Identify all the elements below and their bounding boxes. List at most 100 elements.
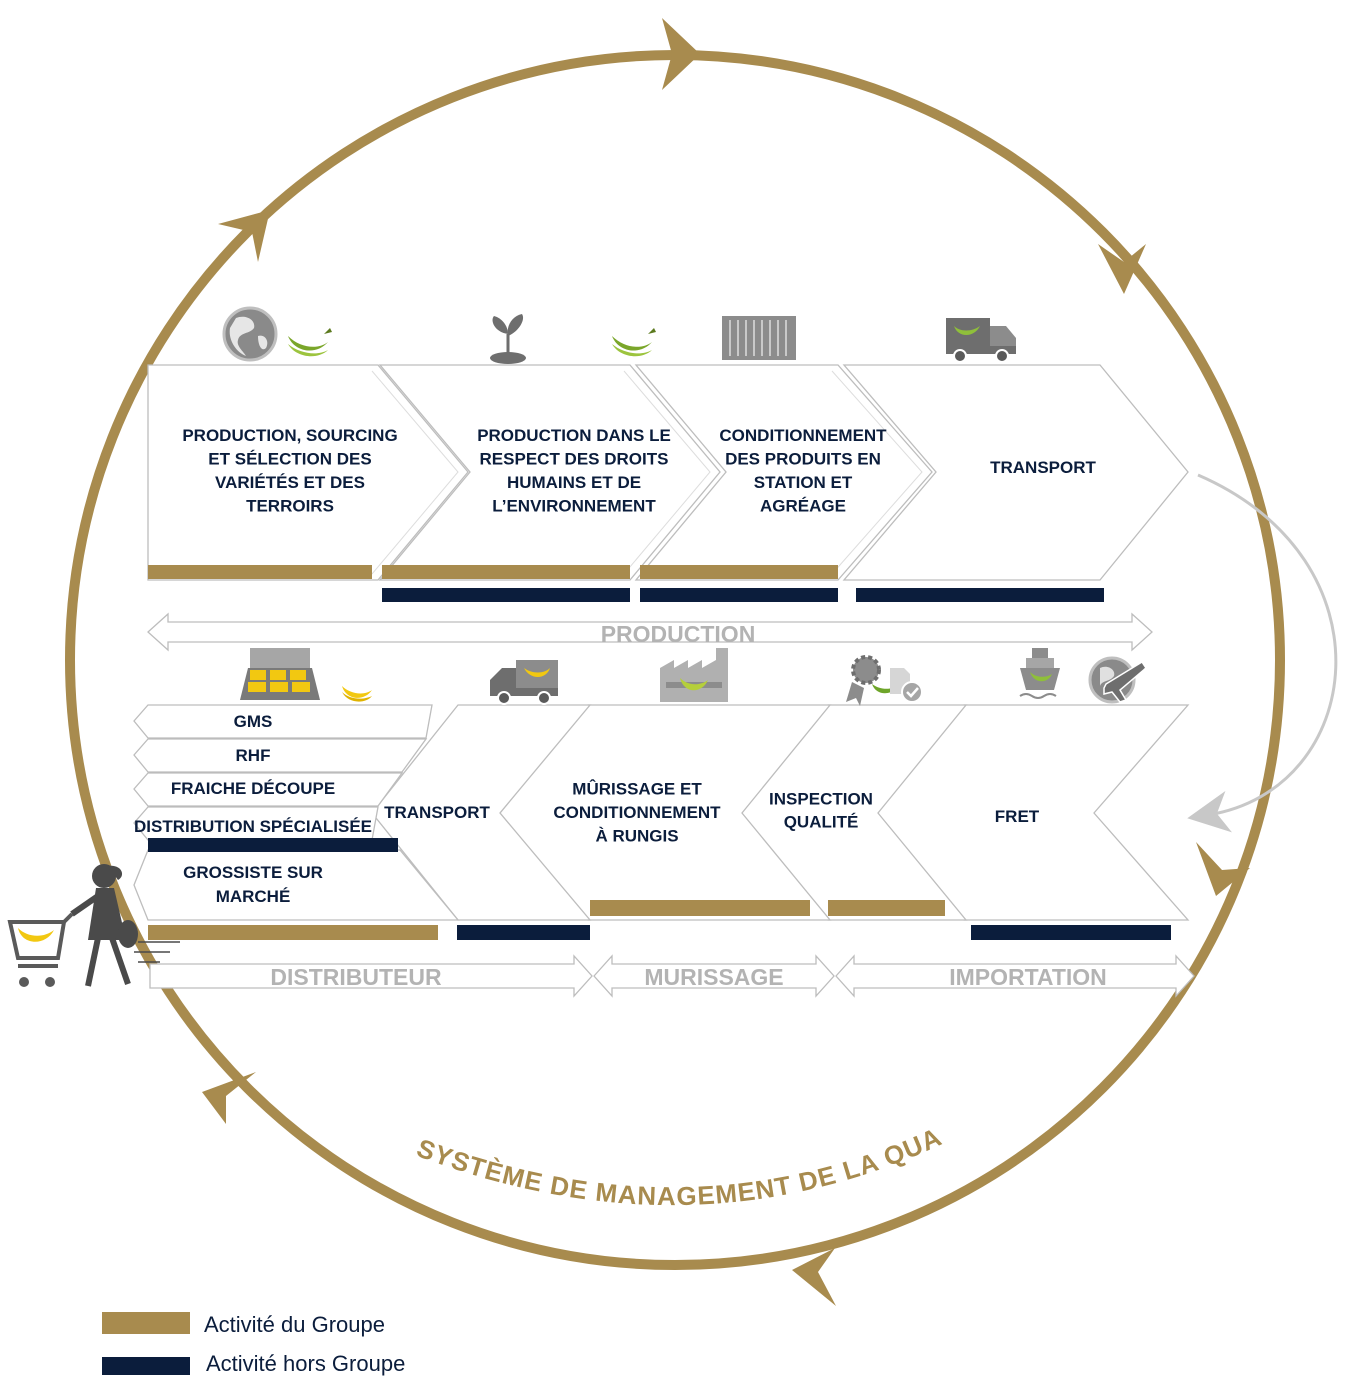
legend-label-nongroup: Activité hors Groupe — [206, 1351, 405, 1376]
plane-globe-icon — [1088, 656, 1147, 704]
truck-banana — [524, 668, 550, 677]
production-lane: PRODUCTION — [147, 612, 1153, 652]
chevron-item-gms — [133, 704, 433, 739]
chevron-item-fresh-cut — [133, 772, 404, 807]
stall-banana-crate — [270, 670, 286, 680]
top-step-label: RESPECT DES DROITS — [480, 449, 669, 468]
banana-shape-1 — [288, 336, 328, 351]
bar-nongroup-packaging — [640, 588, 838, 602]
ship-waves — [1019, 693, 1057, 699]
distributor-item-label: DISTRIBUTION SPÉCIALISÉE — [134, 817, 372, 836]
truck-wheel — [497, 691, 511, 705]
distributor-item-label: FRAICHE DÉCOUPE — [171, 779, 335, 798]
legend-swatch-group — [102, 1312, 190, 1334]
cart-bananas — [18, 928, 54, 942]
cycle-arrow-top — [662, 18, 700, 90]
bottom-chevrons — [133, 704, 1190, 921]
chevron-production — [378, 364, 721, 581]
banana-shape-2 — [612, 344, 652, 357]
truck-icon — [946, 318, 1016, 363]
truck-wheel — [537, 691, 551, 705]
stall-banana-crate — [292, 682, 310, 692]
cycle-arrow-lower-left — [202, 1072, 256, 1124]
top-step-labels: PRODUCTION, SOURCING ET SÉLECTION DES VARI… — [182, 426, 1096, 516]
stall-bananas — [248, 670, 310, 692]
truck-wheel — [995, 349, 1009, 363]
shopper-arm — [70, 893, 100, 917]
cycle-label: SYSTÈME DE MANAGEMENT DE LA QUALITÉ — [0, 0, 945, 1211]
legend-swatch-nongroup — [102, 1357, 190, 1375]
truck-chassis — [490, 688, 558, 696]
banana-yellow-1 — [342, 686, 372, 698]
stall-sign — [250, 648, 310, 668]
chevron-packaging — [634, 364, 933, 581]
cart-frame — [7, 920, 67, 960]
top-step-label: VARIÉTÉS ET DES — [215, 473, 365, 492]
inspection-label: QUALITÉ — [784, 813, 859, 832]
bar-nongroup-freight — [971, 925, 1171, 940]
chevron-shadow-1 — [371, 370, 459, 575]
stall-banana-crate — [270, 682, 288, 692]
badge-checkmark — [906, 687, 919, 698]
cycle-arrow-upper-left — [218, 210, 270, 262]
bar-group-ripening — [590, 900, 810, 916]
top-step-label: AGRÉAGE — [760, 496, 846, 515]
bottom-lanes — [149, 954, 1195, 998]
import-lane-label: IMPORTATION — [949, 964, 1107, 990]
bottom-activity-bars — [148, 838, 1171, 940]
ship-deck — [1026, 658, 1054, 668]
top-chevrons — [147, 364, 1189, 581]
bar-nongroup-transport-bottom — [457, 925, 590, 940]
plant-icon — [490, 314, 526, 364]
production-lane-arrow — [147, 612, 1153, 652]
plant-leaf-left — [492, 316, 508, 334]
ripening-label: À RUNGIS — [595, 827, 678, 846]
cycle-label-path: SYSTÈME DE MANAGEMENT DE LA QUALITÉ — [0, 0, 945, 1211]
top-chevron-shadows — [371, 370, 923, 575]
shopper-bag — [118, 920, 138, 948]
top-step-label: STATION ET — [754, 473, 853, 492]
chevron-item-rhf — [133, 738, 428, 773]
stall-banana-crate — [290, 670, 306, 680]
top-step-label: TERROIRS — [246, 496, 334, 515]
cart-handle — [62, 912, 74, 924]
bar-group-packaging — [640, 565, 838, 579]
flow-connector-arrow — [1187, 473, 1338, 833]
container-ribs — [729, 320, 787, 356]
bar-group-production — [382, 565, 630, 579]
badge-ribbon — [846, 682, 864, 706]
factory-icon — [660, 648, 728, 702]
globe-continents — [229, 316, 268, 356]
legend: Activité du Groupe Activité hors Groupe — [102, 1312, 405, 1376]
chevron-wholesaler — [133, 849, 460, 921]
ship-icon — [1019, 648, 1060, 699]
distributor-lane-label: DISTRIBUTEUR — [270, 964, 442, 990]
chevron-shadow-3 — [831, 370, 923, 575]
bar-nongroup-production — [382, 588, 630, 602]
truck-cab — [490, 668, 516, 690]
top-step-label: TRANSPORT — [990, 458, 1096, 477]
plane-shape — [1103, 660, 1147, 703]
banana-bunch-icon — [612, 328, 656, 357]
stall-banana-crate — [248, 682, 266, 692]
production-lane-label: PRODUCTION — [601, 621, 756, 647]
bar-nongroup-transport — [856, 588, 1104, 602]
chevron-shadow-2 — [623, 370, 711, 575]
cycle-arrow-upper-right — [1098, 244, 1146, 294]
wholesaler-label: GROSSISTE SUR — [183, 863, 323, 882]
factory-roof — [660, 648, 728, 702]
lane-arrow-import — [835, 954, 1195, 998]
stall-banana-crate — [250, 670, 266, 680]
top-step-label: PRODUCTION, SOURCING — [182, 426, 397, 445]
lane-arrow-ripening — [593, 954, 835, 998]
truck-chassis — [946, 346, 1016, 354]
banana-icon — [342, 686, 372, 702]
bar-group-sourcing — [148, 565, 372, 579]
bar-group-distributor — [148, 925, 438, 940]
ripening-label: CONDITIONNEMENT — [553, 803, 721, 822]
top-step-label: HUMAINS ET DE — [507, 473, 641, 492]
top-step-label: ET SÉLECTION DES — [208, 449, 371, 468]
banana-stem — [324, 328, 332, 334]
